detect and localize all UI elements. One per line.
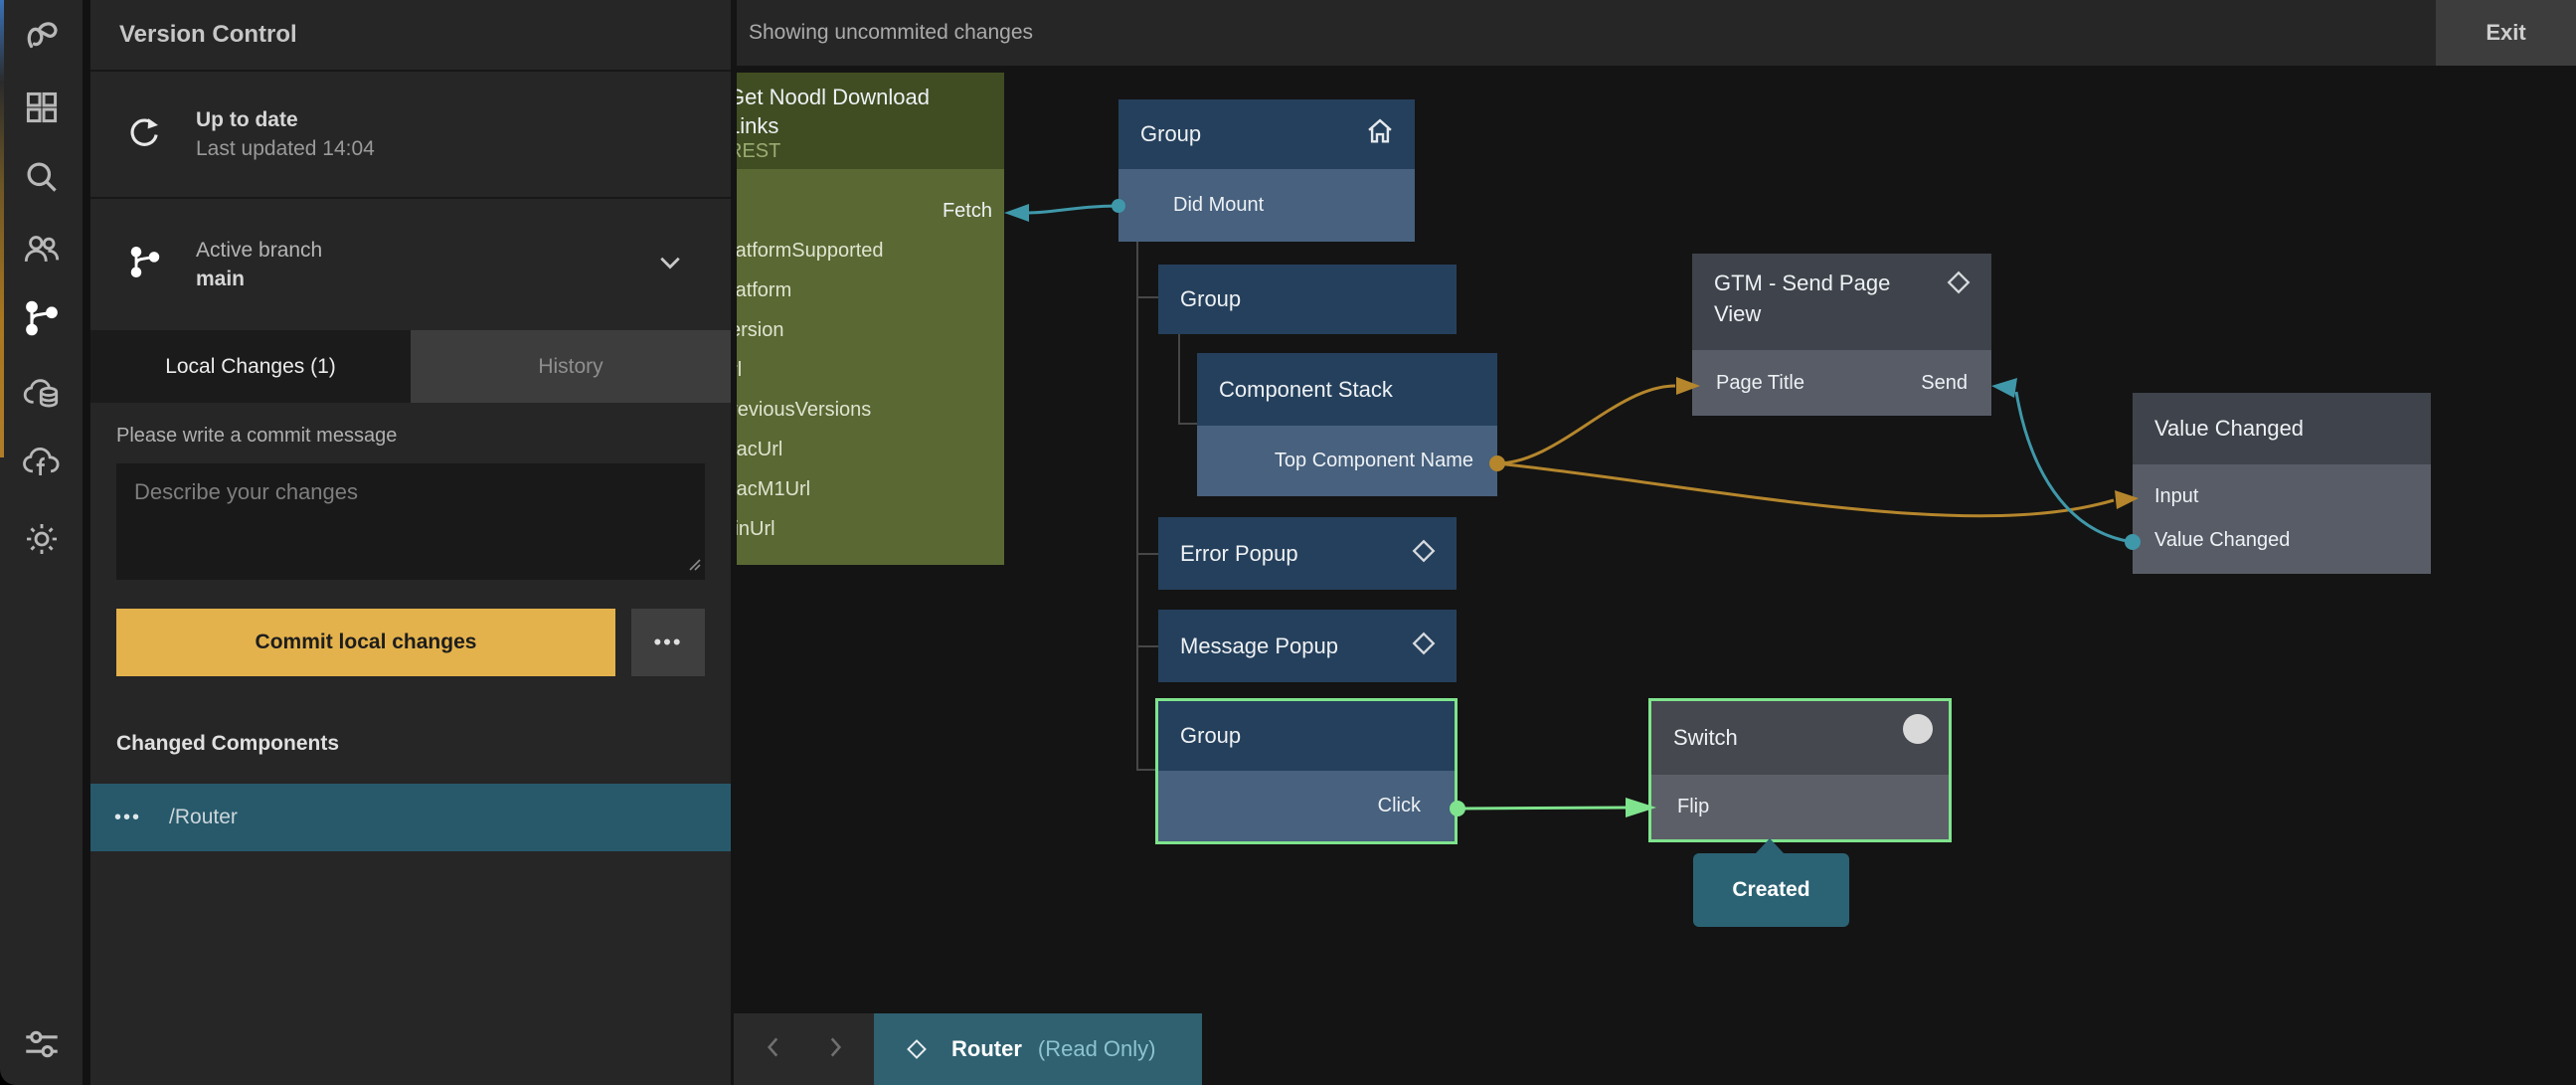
- node-component-stack[interactable]: Component Stack Top Component Name: [1197, 353, 1497, 496]
- port-output[interactable]: winUrl: [737, 517, 775, 540]
- node-graph-canvas[interactable]: Get Noodl Download Links REST Fetch plat…: [737, 66, 2576, 1085]
- tab-history[interactable]: History: [411, 330, 731, 403]
- home-icon: [1363, 114, 1397, 154]
- tree-line: [1136, 296, 1158, 298]
- port-output[interactable]: platformSupported: [737, 239, 884, 262]
- node-subtitle: REST: [737, 140, 781, 162]
- commit-message-input[interactable]: [116, 463, 705, 580]
- tree-line: [1178, 423, 1197, 425]
- collaboration-icon[interactable]: [0, 221, 83, 276]
- components-grid-icon[interactable]: [0, 80, 83, 135]
- port-did-mount[interactable]: Did Mount: [1118, 169, 1415, 242]
- tree-line: [1136, 645, 1158, 647]
- tree-line: [1136, 769, 1155, 771]
- tree-line: [1178, 334, 1180, 425]
- port-top-component-name[interactable]: Top Component Name: [1197, 426, 1497, 496]
- node-group-home[interactable]: Group Did Mount: [1118, 99, 1415, 242]
- branch-text: Active branch main: [196, 236, 322, 293]
- component-nav-bar: [734, 1013, 874, 1085]
- canvas-topbar: Showing uncommited changes: [737, 0, 2576, 66]
- branch-icon: [127, 245, 163, 285]
- sync-title: Up to date: [196, 108, 298, 131]
- port-send[interactable]: Send: [1921, 371, 1968, 394]
- activity-sidebar: [0, 0, 83, 1085]
- branch-name: main: [196, 268, 246, 290]
- node-gtm-send-page-view[interactable]: GTM - Send Page View Page Title Send: [1692, 254, 1991, 416]
- port-output[interactable]: previousVersions: [737, 398, 872, 421]
- node-group-selected[interactable]: Group Click: [1155, 698, 1458, 844]
- noodl-logo-icon[interactable]: [0, 8, 83, 64]
- cloud-data-icon[interactable]: [0, 366, 83, 422]
- port-output[interactable]: macUrl: [737, 438, 783, 460]
- uncommitted-status-text: Showing uncommited changes: [749, 21, 1034, 44]
- port-input[interactable]: Input: [2154, 484, 2199, 507]
- sync-status-text: Up to date Last updated 14:04: [196, 105, 375, 163]
- edge-gradient-strip: [0, 0, 4, 457]
- node-settings-sliders-icon[interactable]: [0, 1016, 83, 1072]
- commit-local-changes-button[interactable]: Commit local changes: [116, 609, 615, 676]
- node-error-popup[interactable]: Error Popup: [1158, 517, 1457, 590]
- cloud-functions-icon[interactable]: [0, 434, 83, 489]
- node-rest[interactable]: Get Noodl Download Links REST Fetch plat…: [737, 73, 1004, 565]
- panel-title: Version Control: [119, 21, 297, 48]
- exit-button[interactable]: Exit: [2436, 0, 2576, 66]
- tab-local-changes[interactable]: Local Changes (1): [90, 330, 411, 403]
- port-output[interactable]: version: [737, 318, 784, 341]
- changed-components-heading: Changed Components: [116, 732, 339, 755]
- sync-subtitle: Last updated 14:04: [196, 137, 375, 160]
- component-diamond-icon: [1944, 268, 1974, 303]
- component-diamond-icon: [1409, 536, 1439, 572]
- node-status-dot: [1903, 714, 1933, 744]
- component-diamond-icon: [904, 1036, 930, 1062]
- port-value-changed[interactable]: Value Changed: [2154, 528, 2291, 551]
- changed-component-row-router[interactable]: ••• /Router: [90, 784, 731, 851]
- search-icon[interactable]: [0, 149, 83, 205]
- sidebar-divider: [83, 0, 90, 1085]
- chevron-down-icon[interactable]: [655, 248, 685, 282]
- panel-header: Version Control: [90, 0, 731, 72]
- commit-more-options-button[interactable]: •••: [631, 609, 705, 676]
- router-readonly-label: (Read Only): [1037, 1036, 1156, 1061]
- router-component-tab[interactable]: Router (Read Only): [874, 1013, 1202, 1085]
- component-diamond-icon: [1409, 629, 1439, 664]
- wires-layer: [1004, 199, 2141, 817]
- nav-forward-icon[interactable]: [822, 1034, 848, 1065]
- refresh-icon[interactable]: [127, 115, 161, 154]
- node-title: Get Noodl Download Links: [737, 85, 931, 138]
- node-group-child[interactable]: Group: [1158, 265, 1457, 334]
- port-fetch[interactable]: Fetch: [942, 199, 992, 222]
- port-output[interactable]: macM1Url: [737, 477, 811, 500]
- resize-grip-icon[interactable]: [686, 556, 702, 577]
- changed-component-label: /Router: [169, 806, 238, 828]
- row-menu-dots-icon[interactable]: •••: [114, 806, 142, 828]
- vc-tabs: Local Changes (1) History: [90, 330, 731, 403]
- tree-line: [1136, 553, 1158, 555]
- node-switch[interactable]: Switch Flip: [1648, 698, 1952, 842]
- created-signal-badge: Created: [1693, 838, 1849, 927]
- port-click[interactable]: Click: [1158, 771, 1455, 841]
- settings-gear-icon[interactable]: [0, 511, 83, 567]
- router-tab-label: Router: [951, 1036, 1022, 1061]
- active-branch-row[interactable]: Active branch main: [90, 199, 731, 330]
- port-page-title[interactable]: Page Title: [1716, 371, 1804, 394]
- version-control-icon[interactable]: [0, 290, 83, 346]
- tree-line: [1136, 242, 1138, 771]
- node-value-changed[interactable]: Value Changed Input Value Changed: [2133, 393, 2431, 574]
- port-output[interactable]: url: [737, 358, 743, 381]
- commit-message-prompt: Please write a commit message: [116, 425, 398, 447]
- commit-message-box: [116, 463, 705, 580]
- branch-label: Active branch: [196, 239, 323, 262]
- sync-status-row[interactable]: Up to date Last updated 14:04: [90, 72, 731, 199]
- node-message-popup[interactable]: Message Popup: [1158, 610, 1457, 682]
- nav-back-icon[interactable]: [761, 1034, 786, 1065]
- node-title: Group: [1140, 121, 1202, 146]
- port-output[interactable]: platform: [737, 278, 792, 301]
- version-control-panel: Version Control Up to date Last updated …: [90, 0, 731, 1085]
- port-flip[interactable]: Flip: [1651, 775, 1949, 839]
